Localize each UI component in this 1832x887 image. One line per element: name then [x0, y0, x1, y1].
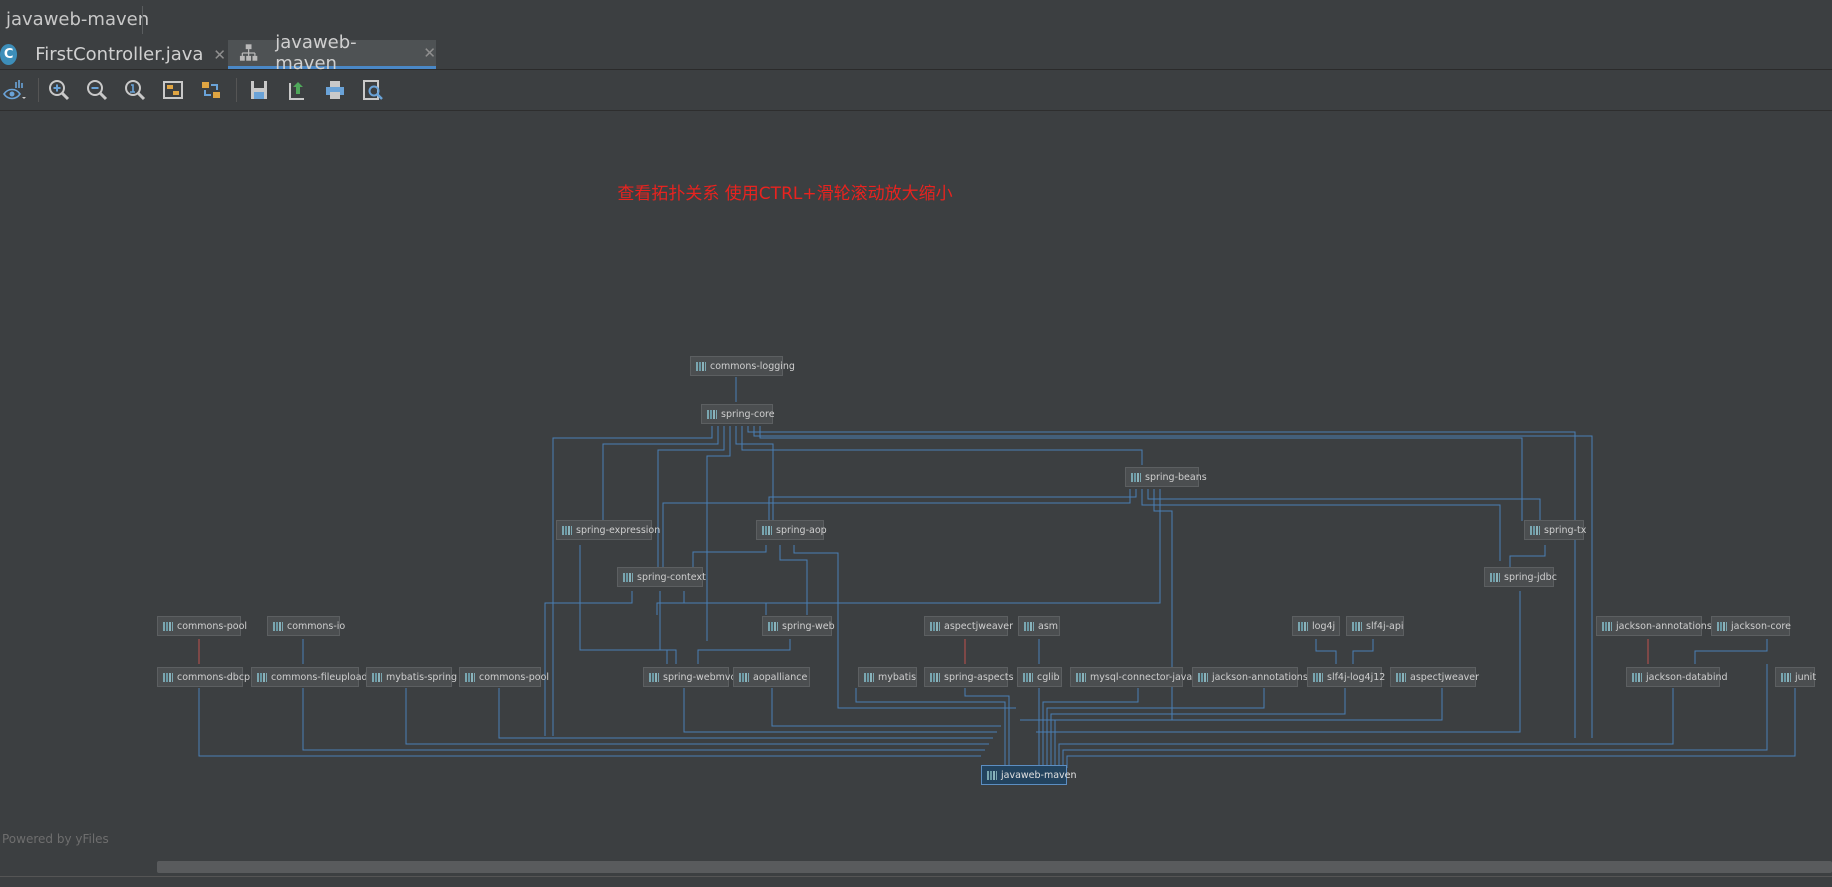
- node-mybatis[interactable]: mybatis: [858, 667, 917, 687]
- node-slf4j-log4j12[interactable]: slf4j-log4j12: [1307, 667, 1385, 687]
- node-mybatis-spring[interactable]: mybatis-spring: [366, 667, 457, 687]
- dependency-diagram-canvas[interactable]: 查看拓扑关系 使用CTRL+滑轮滚动放大缩小 Powered by yFiles: [0, 111, 1832, 860]
- node-mysql-connector-java[interactable]: mysql-connector-java: [1070, 667, 1192, 687]
- tab-javaweb-maven[interactable]: javaweb-maven ✕: [228, 32, 436, 74]
- library-icon: [372, 672, 382, 682]
- node-jackson-annotations[interactable]: jackson-annotations: [1192, 667, 1308, 687]
- library-icon: [739, 672, 749, 682]
- fit-content-icon[interactable]: [160, 77, 186, 103]
- library-icon: [1313, 672, 1323, 682]
- node-spring-expression[interactable]: spring-expression: [556, 520, 660, 540]
- node-commons-dbcp[interactable]: commons-dbcp: [157, 667, 250, 687]
- horizontal-scrollbar[interactable]: [157, 861, 1832, 873]
- library-icon: [257, 672, 267, 682]
- tab-label: javaweb-maven: [275, 32, 357, 74]
- library-icon: [1781, 672, 1791, 682]
- project-icon: [987, 770, 997, 780]
- library-icon: [163, 621, 173, 631]
- library-icon: [1198, 672, 1208, 682]
- node-spring-jdbc[interactable]: spring-jdbc: [1484, 567, 1557, 587]
- library-icon: [930, 672, 940, 682]
- actual-size-icon[interactable]: [122, 77, 148, 103]
- breadcrumb-project[interactable]: javaweb-maven: [6, 9, 150, 30]
- node-aspectjweaver[interactable]: aspectjweaver: [1390, 667, 1479, 687]
- node-aopalliance[interactable]: aopalliance: [733, 667, 810, 687]
- node-javaweb-maven-root[interactable]: javaweb-maven: [981, 765, 1077, 785]
- library-icon: [864, 672, 874, 682]
- export-icon[interactable]: [284, 77, 310, 103]
- node-commons-pool[interactable]: commons-pool: [459, 667, 549, 687]
- library-icon: [1131, 472, 1141, 482]
- node-commons-fileupload[interactable]: commons-fileupload: [251, 667, 368, 687]
- node-jackson-core[interactable]: jackson-core: [1711, 616, 1791, 636]
- print-preview-icon[interactable]: [360, 77, 386, 103]
- node-spring-beans[interactable]: spring-beans: [1125, 467, 1207, 487]
- library-icon: [623, 572, 633, 582]
- eye-view-icon[interactable]: [2, 77, 28, 103]
- maven-diagram-icon: [239, 44, 258, 61]
- node-jackson-databind[interactable]: jackson-databind: [1626, 667, 1728, 687]
- zoom-out-icon[interactable]: [84, 77, 110, 103]
- node-spring-aop[interactable]: spring-aop: [756, 520, 827, 540]
- close-icon[interactable]: ✕: [423, 44, 436, 62]
- library-icon: [1024, 621, 1034, 631]
- node-asm[interactable]: asm: [1018, 616, 1060, 636]
- breadcrumb-separator: [128, 6, 143, 34]
- library-icon: [762, 525, 772, 535]
- node-spring-web[interactable]: spring-web: [762, 616, 835, 636]
- node-spring-core[interactable]: spring-core: [701, 404, 775, 424]
- library-icon: [465, 672, 475, 682]
- print-icon[interactable]: [322, 77, 348, 103]
- library-icon: [1632, 672, 1642, 682]
- library-icon: [1490, 572, 1500, 582]
- node-spring-aspects[interactable]: spring-aspects: [924, 667, 1014, 687]
- library-icon: [1602, 621, 1612, 631]
- library-icon: [707, 409, 717, 419]
- close-icon[interactable]: ✕: [213, 45, 226, 64]
- node-slf4j-api[interactable]: slf4j-api: [1346, 616, 1404, 636]
- node-cglib[interactable]: cglib: [1017, 667, 1062, 687]
- library-icon: [768, 621, 778, 631]
- status-strip: [0, 876, 1832, 887]
- java-class-icon: C: [0, 44, 18, 65]
- node-spring-context[interactable]: spring-context: [617, 567, 706, 587]
- node-jackson-annotations-top[interactable]: jackson-annotations: [1596, 616, 1712, 636]
- tab-firstcontroller[interactable]: C FirstController.java ✕: [0, 40, 226, 69]
- library-icon: [1076, 672, 1086, 682]
- node-spring-tx[interactable]: spring-tx: [1524, 520, 1586, 540]
- library-icon: [930, 621, 940, 631]
- library-icon: [696, 361, 706, 371]
- library-icon: [1352, 621, 1362, 631]
- tab-label: FirstController.java: [35, 44, 204, 65]
- node-aspectjweaver-top[interactable]: aspectjweaver: [924, 616, 1013, 636]
- apply-layout-icon[interactable]: [198, 77, 224, 103]
- library-icon: [562, 525, 572, 535]
- powered-by-label: Powered by yFiles: [2, 832, 109, 846]
- library-icon: [649, 672, 659, 682]
- node-commons-io[interactable]: commons-io: [267, 616, 345, 636]
- library-icon: [1396, 672, 1406, 682]
- node-commons-pool-top[interactable]: commons-pool: [157, 616, 247, 636]
- node-junit[interactable]: junit: [1775, 667, 1816, 687]
- annotation-text: 查看拓扑关系 使用CTRL+滑轮滚动放大缩小: [617, 184, 953, 204]
- library-icon: [1023, 672, 1033, 682]
- library-icon: [1530, 525, 1540, 535]
- save-icon[interactable]: [246, 77, 272, 103]
- node-spring-webmvc[interactable]: spring-webmvc: [643, 667, 736, 687]
- editor-tabs: C FirstController.java ✕ javaweb-maven ✕: [0, 32, 1832, 74]
- diagram-toolbar: [0, 70, 1832, 111]
- node-commons-logging[interactable]: commons-logging: [690, 356, 795, 376]
- library-icon: [1298, 621, 1308, 631]
- library-icon: [1717, 621, 1727, 631]
- node-log4j[interactable]: log4j: [1292, 616, 1340, 636]
- library-icon: [163, 672, 173, 682]
- zoom-in-icon[interactable]: [46, 77, 72, 103]
- library-icon: [273, 621, 283, 631]
